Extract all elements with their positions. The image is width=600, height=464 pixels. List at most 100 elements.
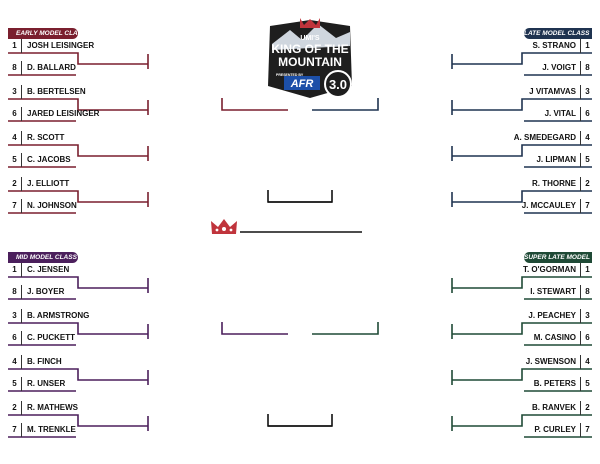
- super-class-header: SUPER LATE MODEL: [524, 252, 592, 263]
- mid-final-connector: [267, 414, 332, 427]
- super-semi-connector: [312, 322, 379, 335]
- team-name: C. JENSEN: [21, 263, 69, 277]
- team-seed: 8: [580, 285, 592, 299]
- team-name: M. TRENKLE: [21, 423, 76, 437]
- team-name: B. PETERS: [533, 379, 576, 388]
- team-name: S. STRANO: [532, 41, 576, 50]
- mid-r1-connector: [8, 368, 148, 381]
- version-badge: [324, 70, 352, 98]
- early-team-slot: 7 N. JOHNSON: [10, 199, 77, 213]
- mid-class-header: MID MODEL CLASS: [8, 252, 78, 263]
- late-r1-connector: [452, 98, 592, 111]
- early-class-header: EARLY MODEL CLASS: [8, 28, 78, 39]
- team-name: B. FINCH: [21, 355, 62, 369]
- late-r1-connector: [452, 52, 592, 65]
- team-seed: 1: [12, 265, 17, 274]
- team-seed: 5: [580, 377, 592, 391]
- logo-line3: MOUNTAIN: [278, 55, 342, 69]
- early-team-slot: 3 B. BERTELSEN: [10, 85, 86, 99]
- team-seed: 3: [12, 311, 17, 320]
- team-seed: 3: [580, 309, 592, 323]
- team-seed: 6: [580, 331, 592, 345]
- logo-line1: UMI'S: [300, 35, 319, 42]
- late-r1-connector: [452, 144, 592, 157]
- team-name: B. BERTELSEN: [21, 85, 86, 99]
- team-seed: 2: [12, 403, 17, 412]
- team-name: I. STEWART: [530, 287, 576, 296]
- logo-line2: KING OF THE: [271, 42, 348, 56]
- mid-semi-connector: [221, 322, 288, 335]
- team-seed: 7: [580, 423, 592, 437]
- team-name: B. RANVEK: [531, 403, 576, 412]
- team-seed: 4: [580, 131, 592, 145]
- early-r1-connector: [8, 190, 148, 203]
- team-name: R. MATHEWS: [21, 401, 78, 415]
- logo-crown-icon: [300, 18, 320, 28]
- team-seed: 3: [580, 85, 592, 99]
- mid-team-slot: 2 R. MATHEWS: [10, 401, 78, 415]
- team-seed: 7: [12, 201, 17, 210]
- mid-team-slot: 1 C. JENSEN: [10, 263, 69, 277]
- sponsor-badge: [284, 76, 320, 90]
- team-name: J. PEACHEY: [528, 311, 576, 320]
- mid-r1-connector: [8, 414, 148, 427]
- team-name: D. BALLARD: [21, 61, 76, 75]
- late-team-slot: J VITAMVAS 3: [529, 85, 592, 99]
- team-name: JOSH LEISINGER: [21, 39, 94, 53]
- team-seed: 5: [580, 153, 592, 167]
- logo-version: 3.0: [329, 77, 347, 92]
- team-seed: 4: [12, 357, 17, 366]
- early-r1-connector: [8, 52, 148, 65]
- early-r1-connector: [8, 144, 148, 157]
- late-class-header: LATE MODEL CLASS: [524, 28, 592, 39]
- team-name: R. UNSER: [21, 377, 65, 391]
- team-name: J VITAMVAS: [529, 87, 576, 96]
- team-seed: 1: [12, 41, 17, 50]
- team-name: J. MCCAULEY: [521, 201, 576, 210]
- team-seed: 8: [12, 287, 17, 296]
- team-name: J. SWENSON: [525, 357, 576, 366]
- team-name: P. CURLEY: [534, 425, 576, 434]
- super-team-slot: P. CURLEY 7: [534, 423, 592, 437]
- champion-crown-icon: [211, 219, 237, 234]
- late-r1-connector: [452, 190, 592, 203]
- team-seed: 7: [580, 199, 592, 213]
- team-seed: 5: [12, 379, 17, 388]
- late-semi-connector: [312, 98, 379, 111]
- team-seed: 4: [580, 355, 592, 369]
- late-team-slot: S. STRANO 1: [532, 39, 592, 53]
- team-name: J. VOIGT: [542, 63, 576, 72]
- super-final-connector: [268, 414, 333, 427]
- team-seed: 6: [12, 109, 17, 118]
- team-seed: 3: [12, 87, 17, 96]
- early-team-slot: 6 JARED LEISINGER: [10, 107, 99, 121]
- team-name: JARED LEISINGER: [21, 107, 99, 121]
- team-seed: 4: [12, 133, 17, 142]
- super-team-slot: B. PETERS 5: [534, 377, 592, 391]
- mid-r1-connector: [8, 322, 148, 335]
- team-seed: 1: [580, 39, 592, 53]
- super-team-slot: J. SWENSON 4: [526, 355, 592, 369]
- team-seed: 6: [580, 107, 592, 121]
- team-name: J. BOYER: [21, 285, 64, 299]
- logo-presented: PRESENTED BY: [276, 73, 304, 77]
- mid-r1-connector: [8, 276, 148, 289]
- logo-sponsor: AFR: [290, 78, 314, 90]
- super-r1-connector: [452, 414, 592, 427]
- team-name: N. JOHNSON: [21, 199, 77, 213]
- mid-team-slot: 5 R. UNSER: [10, 377, 65, 391]
- team-name: C. JACOBS: [21, 153, 71, 167]
- late-team-slot: J. MCCAULEY 7: [522, 199, 592, 213]
- mid-team-slot: 4 B. FINCH: [10, 355, 62, 369]
